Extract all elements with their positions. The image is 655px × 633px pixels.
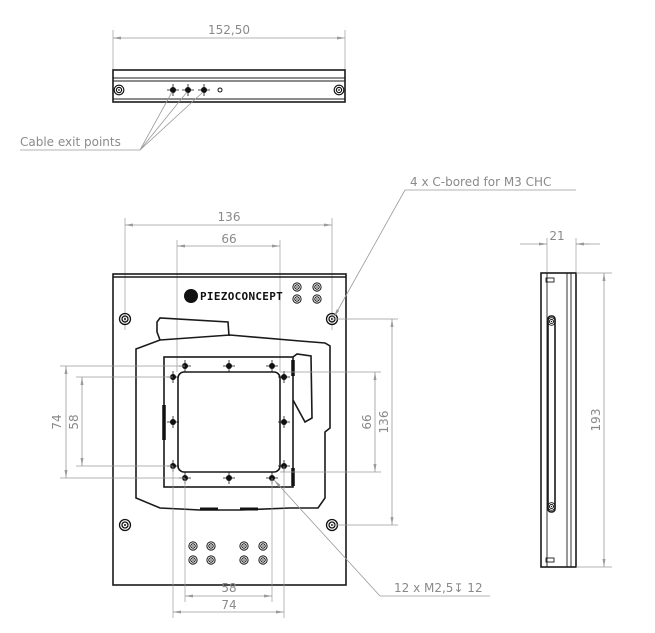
right-outer-dimension: 136	[377, 411, 391, 434]
cable-exit-label: Cable exit points	[20, 135, 121, 149]
tapped-holes	[166, 359, 291, 485]
left-inner-dimension: 58	[67, 414, 81, 429]
left-outer-dimension: 74	[50, 414, 64, 429]
hole-spacing-dimension: 136	[218, 210, 241, 224]
brand-logo: PIEZOCONCEPT	[200, 290, 283, 303]
mount-hole-icon	[333, 84, 345, 96]
thickness-dimension: 21	[549, 229, 564, 243]
mount-hole-icon	[113, 84, 125, 96]
top-view: 152,50 Cable exit points	[20, 23, 346, 151]
cbore-callout: 4 x C-bored for M3 CHC	[410, 175, 551, 189]
right-inner-dimension: 66	[360, 414, 374, 429]
cable-exit-icon	[181, 83, 195, 97]
front-view: 136 66 PIEZOCONCEPT	[50, 175, 576, 618]
thread-callout: 12 x M2,5↧ 12	[394, 581, 483, 595]
cable-exit-icon	[197, 83, 211, 97]
cbore-hole-icon	[118, 518, 132, 532]
height-dimension: 193	[589, 409, 603, 432]
side-view: 21 193	[520, 229, 612, 568]
cable-exit-icon	[166, 83, 180, 97]
width-dimension: 152,50	[208, 23, 250, 37]
bottom-outer-dimension: 74	[221, 598, 236, 612]
inner-width-dimension: 66	[221, 232, 236, 246]
logo-icon	[184, 289, 198, 303]
bottom-inner-dimension: 58	[221, 581, 236, 595]
